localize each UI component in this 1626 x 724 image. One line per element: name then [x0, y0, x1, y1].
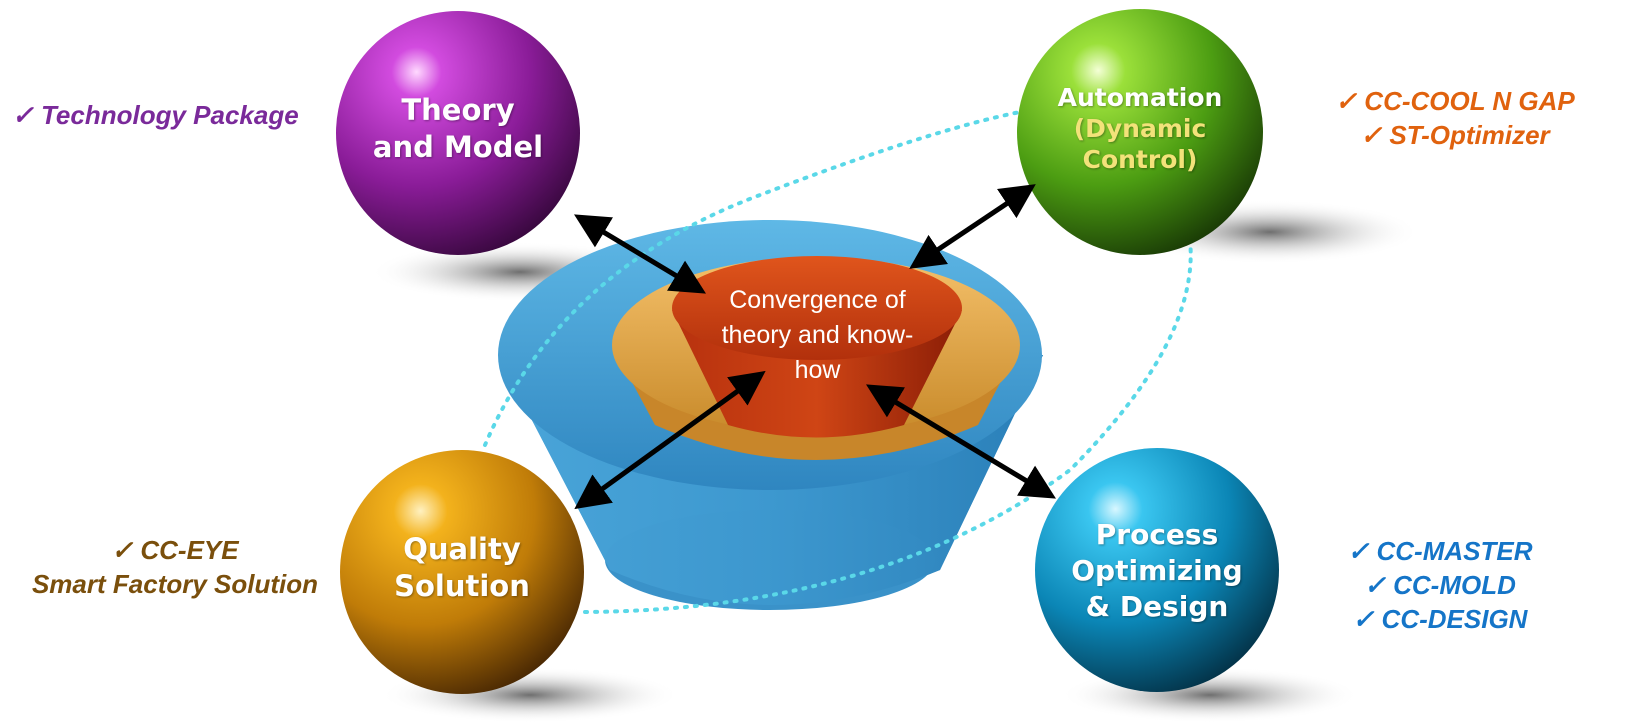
quality-sphere[interactable]: [340, 450, 584, 694]
automation-item-1: ✓ CC-COOL N GAP: [1335, 86, 1575, 116]
process-product-list: ✓ CC-MASTER ✓ CC-MOLD ✓ CC-DESIGN: [1290, 534, 1590, 636]
automation-line-3: Control): [1082, 145, 1198, 174]
quality-product-list: ✓ CC-EYE Smart Factory Solution: [10, 533, 340, 601]
process-item-3: ✓ CC-DESIGN: [1352, 604, 1528, 634]
process-item-1: ✓ CC-MASTER: [1347, 536, 1533, 566]
process-line-1: Process: [1095, 518, 1219, 551]
theory-product-list: ✓ Technology Package: [12, 98, 299, 132]
process-line-2: Optimizing: [1071, 554, 1243, 587]
arrow-theory: [573, 214, 707, 294]
orbit-path-upper: [483, 110, 1022, 447]
theory-sphere[interactable]: [336, 11, 580, 255]
arrow-automation: [909, 184, 1036, 269]
center-line-1: Convergence of: [729, 286, 906, 314]
quality-line-1: Quality: [403, 532, 521, 566]
theory-line-1: Theory: [401, 93, 515, 127]
automation-line-1: Automation: [1057, 83, 1223, 112]
quality-sphere-label: Quality Solution: [342, 531, 582, 605]
process-line-3: & Design: [1085, 590, 1229, 623]
theory-item-1: ✓ Technology Package: [12, 100, 299, 130]
quality-item-2: Smart Factory Solution: [31, 569, 319, 599]
theory-sphere-label: Theory and Model: [338, 92, 578, 166]
process-item-2: ✓ CC-MOLD: [1364, 570, 1516, 600]
arrow-quality: [574, 370, 766, 510]
quality-line-2: Solution: [394, 569, 530, 603]
center-line-3: how: [794, 356, 841, 384]
automation-product-list: ✓ CC-COOL N GAP ✓ ST-Optimizer: [1290, 84, 1620, 152]
process-sphere[interactable]: [1035, 448, 1279, 692]
center-line-2: theory and know-: [721, 321, 914, 349]
theory-line-2: and Model: [372, 130, 544, 164]
center-label: Convergence of theory and know- how: [700, 283, 935, 388]
automation-item-2: ✓ ST-Optimizer: [1360, 120, 1550, 150]
automation-sphere[interactable]: [1017, 9, 1263, 255]
process-sphere-label: Process Optimizing & Design: [1037, 517, 1277, 625]
arrow-process: [866, 384, 1056, 499]
automation-line-2: (Dynamic: [1073, 114, 1207, 143]
automation-sphere-label: Automation (Dynamic Control): [1020, 82, 1260, 175]
quality-item-1: ✓ CC-EYE: [111, 535, 239, 565]
